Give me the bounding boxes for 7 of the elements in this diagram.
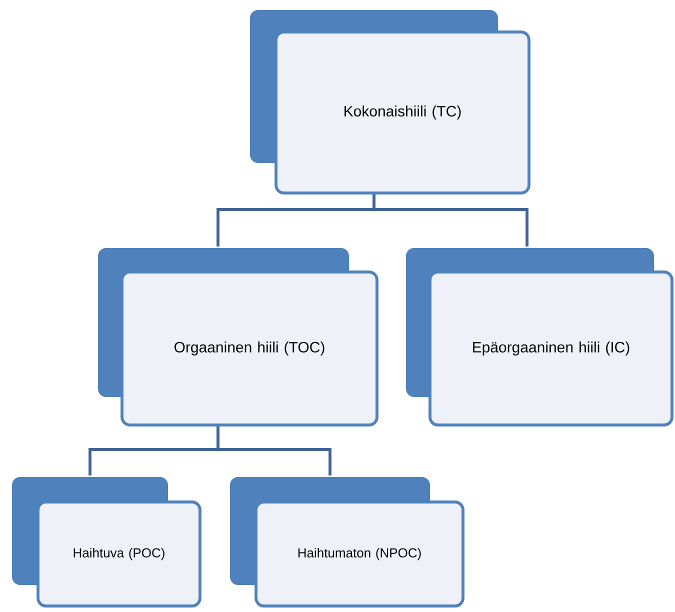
connector-line — [216, 426, 332, 476]
connector-line — [372, 194, 528, 247]
org-chart-box: Epäorgaaninen hiili (IC) — [406, 248, 674, 426]
org-chart-box: Kokonaishiili (TC) — [250, 10, 530, 194]
org-chart-box: Haihtuva (POC) — [12, 477, 202, 608]
org-chart-box: Orgaaninen hiili (TOC) — [98, 248, 378, 426]
org-chart-box: Haihtumaton (NPOC) — [230, 477, 464, 608]
